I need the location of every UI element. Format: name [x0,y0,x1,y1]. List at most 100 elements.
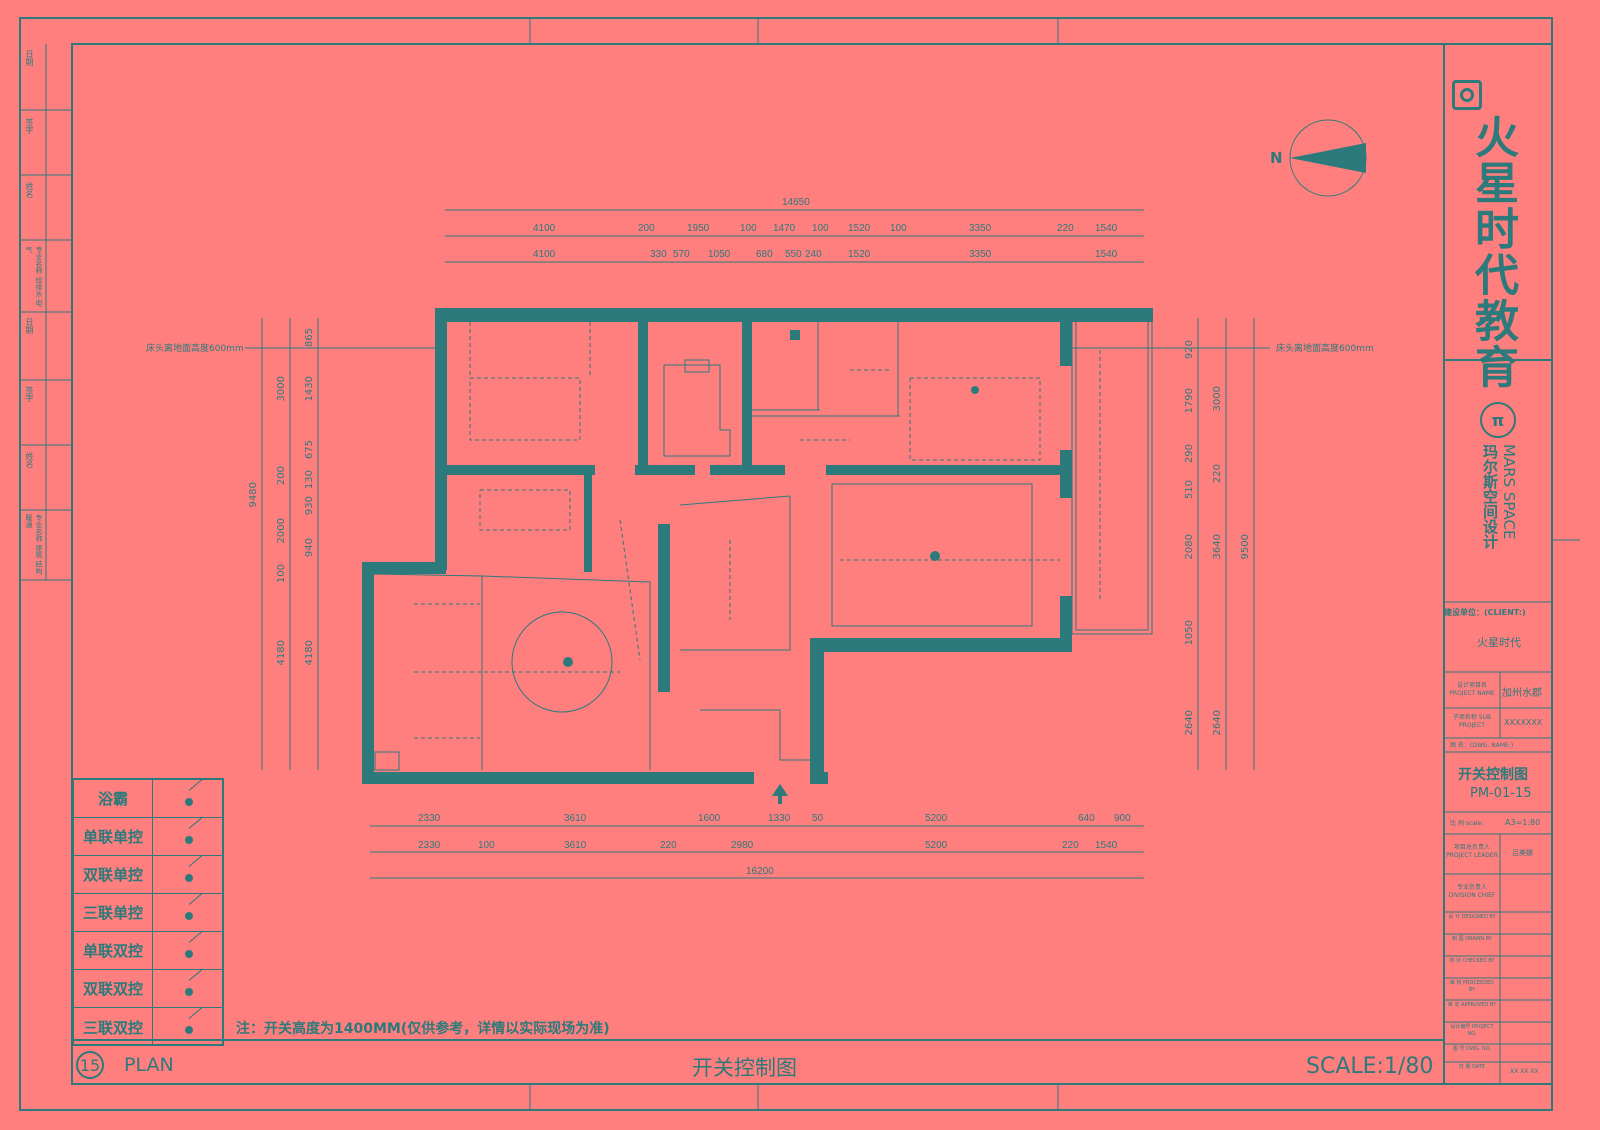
switch-symbol-icon [153,854,222,893]
signoff-label: 日 期 DATE [1458,1064,1486,1070]
left-dim: 675 [304,440,315,460]
side-note-left: 床头离地面高度600mm [146,344,244,354]
right-dim: 3640 [1212,534,1223,560]
footer-plan: PLAN [124,1054,174,1076]
top-dim: 100 [890,223,907,234]
project-name-value: 加州水郡 [1502,688,1542,699]
switch-symbol-icon [153,778,222,817]
strip-label: 专业名称 给排水 电 气 [25,246,43,307]
studio-logo-icon: π [1480,402,1516,438]
scale-value: A3=1:80 [1505,818,1541,827]
right-dim: 510 [1184,480,1195,500]
top-dim: 4100 [533,249,556,260]
bottom-dim: 1600 [698,813,721,824]
switch-symbol-icon [153,892,222,931]
bottom-dim: 5200 [925,840,948,851]
client-value: 火星时代 [1477,636,1521,649]
right-dim: 2080 [1184,534,1195,560]
project-leader-label: 项目总负责人 PROJECT LEADER [1446,844,1498,859]
legend-label: 双联双控 [74,970,153,1007]
switch-symbol-icon [153,816,222,855]
right-dim: 920 [1184,340,1195,360]
north-label: N [1270,149,1283,167]
interior-lines [371,311,1153,771]
top-dim: 1520 [848,223,871,234]
top-dim: 1520 [848,249,871,260]
strip-label: 签字 [25,386,34,402]
switch-height-note: 注：开关高度为1400MM(仅供参考，详情以实际现场为准) [236,1021,610,1037]
outer-frame [19,17,1553,1111]
switch-symbol-icon [153,930,222,969]
left-dim: 940 [304,538,315,558]
switch-symbol-icon [153,1006,222,1046]
legend-row: 三联双控 [74,1006,222,1046]
right-dim-total: 9500 [1240,534,1251,560]
studio-name-cn: 玛尔斯空间设计 [1481,444,1499,549]
bottom-dim: 3610 [564,840,587,851]
top-dim: 200 [638,223,655,234]
right-dim: 3000 [1212,386,1223,412]
signoff-label: 审 定 APPROVED BY [1447,1002,1497,1008]
bottom-dim: 640 [1078,813,1095,824]
strip-label: 签字 [25,118,34,134]
dwg-title: 开关控制图 [1458,767,1528,783]
bottom-dim: 1540 [1095,840,1118,851]
fixture-symbols [563,330,979,804]
project-name-label: 设计项目名 PROJECT NAME [1449,682,1495,697]
top-dim: 3350 [969,223,992,234]
switch-symbol-icon [153,968,222,1007]
top-dim: 1050 [708,249,731,260]
footer-title: 开关控制图 [692,1056,797,1080]
legend-label: 三联双控 [74,1008,153,1046]
left-dim: 4180 [276,640,287,666]
top-dim: 1540 [1095,223,1118,234]
left-dim: 3000 [276,376,287,402]
bottom-dim: 2980 [731,840,754,851]
side-note-right: 床头离地面高度600mm [1276,344,1374,354]
top-dim: 240 [805,249,822,260]
legend-label: 单联单控 [74,818,153,855]
top-dim-total: 14650 [782,197,810,208]
left-dim: 130 [304,470,315,490]
scale-label: 比 例 scale: [1450,820,1484,827]
legend-row: 双联双控 [74,968,222,1008]
bottom-dim: 3610 [564,813,587,824]
legend-row: 单联单控 [74,816,222,856]
date-value: XX XX XX [1510,1068,1539,1075]
signoff-label: 设 计 DESIGNED BY [1448,914,1496,920]
right-dim: 1050 [1184,620,1195,646]
bottom-dim: 2330 [418,813,441,824]
top-dim: 680 [756,249,773,260]
signoff-label: 校 对 CHECKED BY [1449,958,1495,964]
switch-wiring [414,322,1101,739]
sub-project-label: 子项名称 SUB PROJECT [1452,714,1492,729]
top-dim: 570 [673,249,690,260]
bottom-dim: 2330 [418,840,441,851]
switch-legend: 浴霸 单联单控 双联单控 三联单控 单联双控 双联双控 三联双控 [72,778,224,1046]
walls [362,308,1153,784]
signoff-label: 制 图 DRAWN BY [1452,936,1492,942]
top-dim: 4100 [533,223,556,234]
legend-row: 三联单控 [74,892,222,932]
left-dim: 1430 [304,376,315,402]
footer-scale: SCALE:1/80 [1306,1054,1434,1079]
legend-row: 单联双控 [74,930,222,970]
legend-label: 三联单控 [74,894,153,931]
top-dim: 100 [740,223,757,234]
right-dim: 1790 [1184,388,1195,414]
signoff-label: 设计编号 PROJECT NO. [1450,1024,1494,1037]
right-dim: 2640 [1212,710,1223,736]
left-dim: 100 [276,564,287,584]
division-chief-label: 专业负责人 DIVISION CHIEF [1448,884,1496,899]
strip-label: 专业名称 建筑 结构 暖通 [25,514,43,575]
dwg-number: PM-01-15 [1470,786,1532,801]
drawing-number: 15 [79,1055,101,1075]
entrance-arrow [772,784,788,796]
top-dim: 1470 [773,223,796,234]
strip-label: 姓名 [25,182,34,198]
client-label: 建设单位：(CLIENT:) [1444,608,1526,617]
top-dim: 220 [1057,223,1074,234]
project-leader-value: 吕美娜 [1512,849,1533,857]
